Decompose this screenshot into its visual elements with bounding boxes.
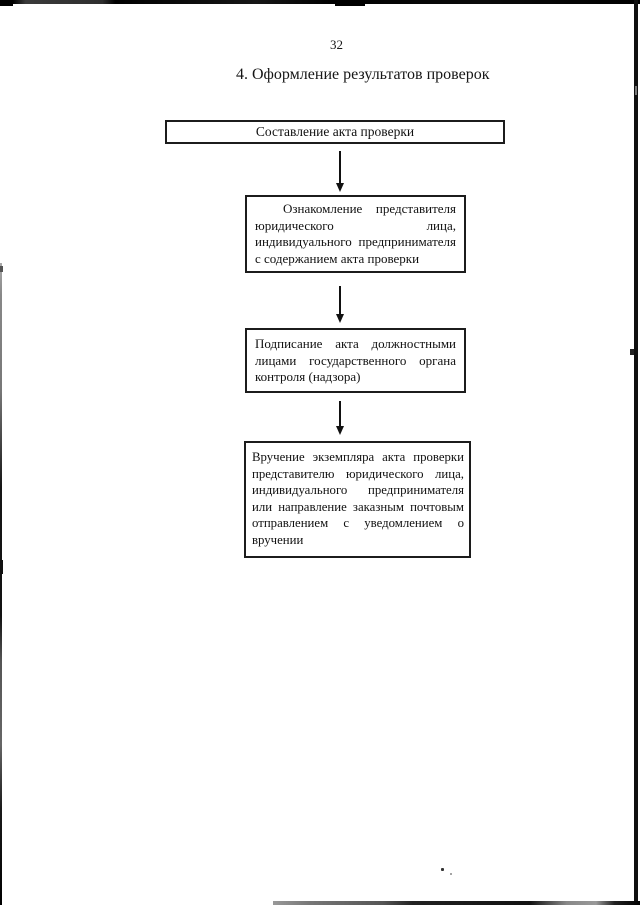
scan-artifact-left-tick-1: [0, 266, 3, 272]
flow-connector-3: [335, 401, 345, 435]
scan-artifact-top-edge: [0, 0, 640, 4]
flow-step-compose-act: Составление акта проверки: [165, 120, 505, 144]
section-title: 4. Оформление результатов проверок: [236, 66, 490, 83]
flow-connector-2: [335, 286, 345, 323]
flow-step-delivery-text: Вручение экземпляра акта проверки предст…: [252, 450, 464, 547]
scan-artifact-right-edge: [634, 0, 638, 905]
scan-speck-2: [450, 873, 452, 875]
flow-step-delivery: Вручение экземпляра акта проверки предст…: [244, 441, 471, 558]
scan-artifact-top-mid-blob: [335, 0, 365, 6]
flow-step-compose-act-text: Составление акта проверки: [255, 123, 415, 139]
scan-artifact-right-tick: [630, 349, 634, 355]
scan-speck-1: [441, 868, 444, 871]
scan-artifact-top-left-blob: [0, 0, 13, 6]
flow-step-familiarization-text: Ознакомление представителя юридического …: [255, 201, 456, 266]
scan-artifact-bottom-edge: [273, 901, 640, 905]
flow-connector-1: [335, 151, 345, 192]
arrow-down-icon: [336, 426, 344, 435]
flow-step-familiarization: Ознакомление представителя юридического …: [245, 195, 466, 273]
scan-artifact-left-edge: [0, 263, 2, 905]
scan-artifact-left-tick-2: [0, 560, 3, 574]
arrow-down-icon: [336, 314, 344, 323]
flow-step-signing-text: Подписание акта должностными лицами госу…: [255, 336, 456, 384]
arrow-line: [339, 151, 341, 183]
arrow-down-icon: [336, 183, 344, 192]
arrow-line: [339, 401, 341, 426]
arrow-line: [339, 286, 341, 314]
scan-artifact-right-notch: [635, 86, 637, 95]
flow-step-signing: Подписание акта должностными лицами госу…: [245, 328, 466, 393]
page-number: 32: [330, 37, 343, 52]
